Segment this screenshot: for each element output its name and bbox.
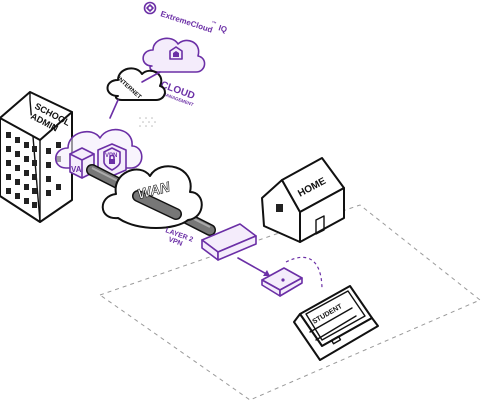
brand-name: ExtremeCloud (159, 9, 213, 34)
laptop-icon (293, 285, 379, 361)
layer2-label-2: VPN (167, 236, 183, 248)
router-icon (201, 223, 257, 261)
vpn-badge-label: VPN (105, 153, 117, 159)
brand-trademark: ™ (210, 20, 217, 27)
wifi-access-point-icon (261, 267, 303, 297)
cloud-management-cloud (142, 37, 206, 73)
brand-suffix: IQ (217, 23, 228, 34)
extreme-logo-icon (143, 1, 157, 15)
house-icon (261, 157, 345, 243)
internet-to-cloud-link (141, 71, 161, 83)
shadow-dots (139, 117, 156, 127)
lock-icon (109, 154, 115, 164)
router-to-ap-link (237, 257, 271, 277)
va-label: VA (71, 165, 82, 174)
wireless-link (285, 256, 323, 291)
internet-to-school-link (109, 99, 119, 119)
building-icon (0, 91, 73, 223)
